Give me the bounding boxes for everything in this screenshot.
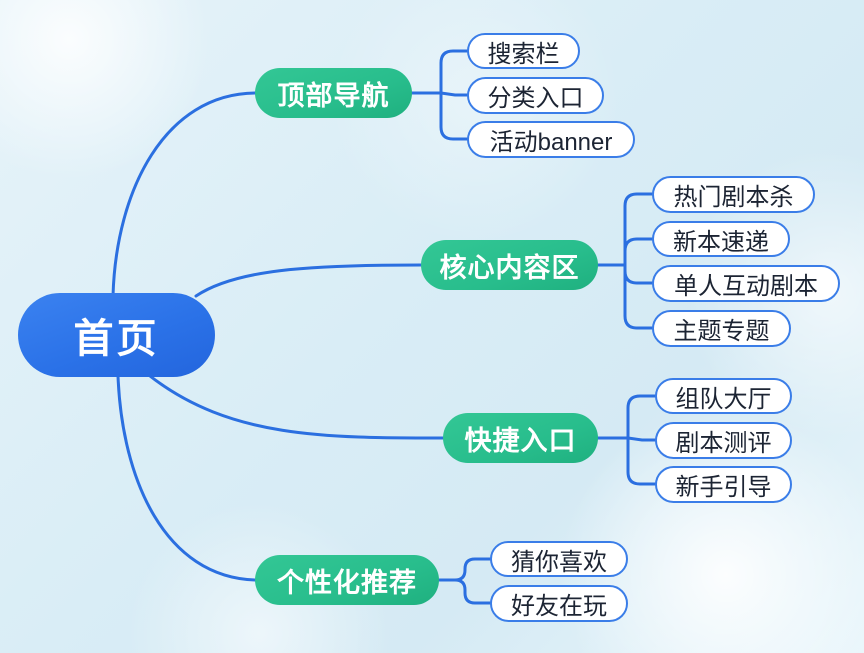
- connector-root-core-content: [194, 263, 423, 298]
- leaf-node-theme-topics[interactable]: 主题专题: [652, 310, 791, 347]
- leaf-node-search-bar[interactable]: 搜索栏: [467, 33, 580, 69]
- connector-top-nav-activity-banner: [439, 91, 469, 141]
- connector-quick-script-reviews: [626, 436, 657, 442]
- branch-node-quick-entry[interactable]: 快捷入口: [443, 413, 598, 463]
- root-node-home[interactable]: 首页: [18, 293, 215, 377]
- connector-personalized-guess-you-like: [453, 557, 492, 582]
- connector-root-personalized: [116, 374, 257, 582]
- connector-personalized-friends-playing: [453, 578, 492, 605]
- leaf-node-team-hall[interactable]: 组队大厅: [655, 378, 792, 414]
- leaf-node-friends-playing[interactable]: 好友在玩: [490, 585, 628, 622]
- leaf-node-hot-scripts[interactable]: 热门剧本杀: [652, 176, 815, 213]
- leaf-node-guess-you-like[interactable]: 猜你喜欢: [490, 541, 628, 577]
- connector-core-solo-interactive: [623, 263, 654, 285]
- connector-quick-team-hall: [626, 394, 657, 440]
- connector-core-hot-scripts: [623, 192, 654, 267]
- leaf-node-script-reviews[interactable]: 剧本测评: [655, 422, 792, 459]
- branch-node-personalized[interactable]: 个性化推荐: [255, 555, 439, 605]
- connector-root-top-nav: [111, 91, 257, 298]
- branch-node-top-nav[interactable]: 顶部导航: [255, 68, 412, 118]
- leaf-node-beginner-guide[interactable]: 新手引导: [655, 466, 792, 503]
- leaf-node-solo-interactive[interactable]: 单人互动剧本: [652, 265, 840, 302]
- branch-node-core-content[interactable]: 核心内容区: [421, 240, 598, 290]
- connector-core-theme-topics: [623, 263, 654, 330]
- connector-quick-beginner-guide: [626, 436, 657, 486]
- connector-top-nav-category-entry: [439, 91, 469, 97]
- leaf-node-category-entry[interactable]: 分类入口: [467, 77, 604, 114]
- leaf-node-activity-banner[interactable]: 活动banner: [467, 121, 635, 158]
- connector-core-new-scripts: [623, 237, 654, 267]
- connector-root-quick-entry: [148, 374, 445, 440]
- leaf-node-new-scripts[interactable]: 新本速递: [652, 221, 790, 257]
- connector-top-nav-search-bar: [439, 49, 469, 95]
